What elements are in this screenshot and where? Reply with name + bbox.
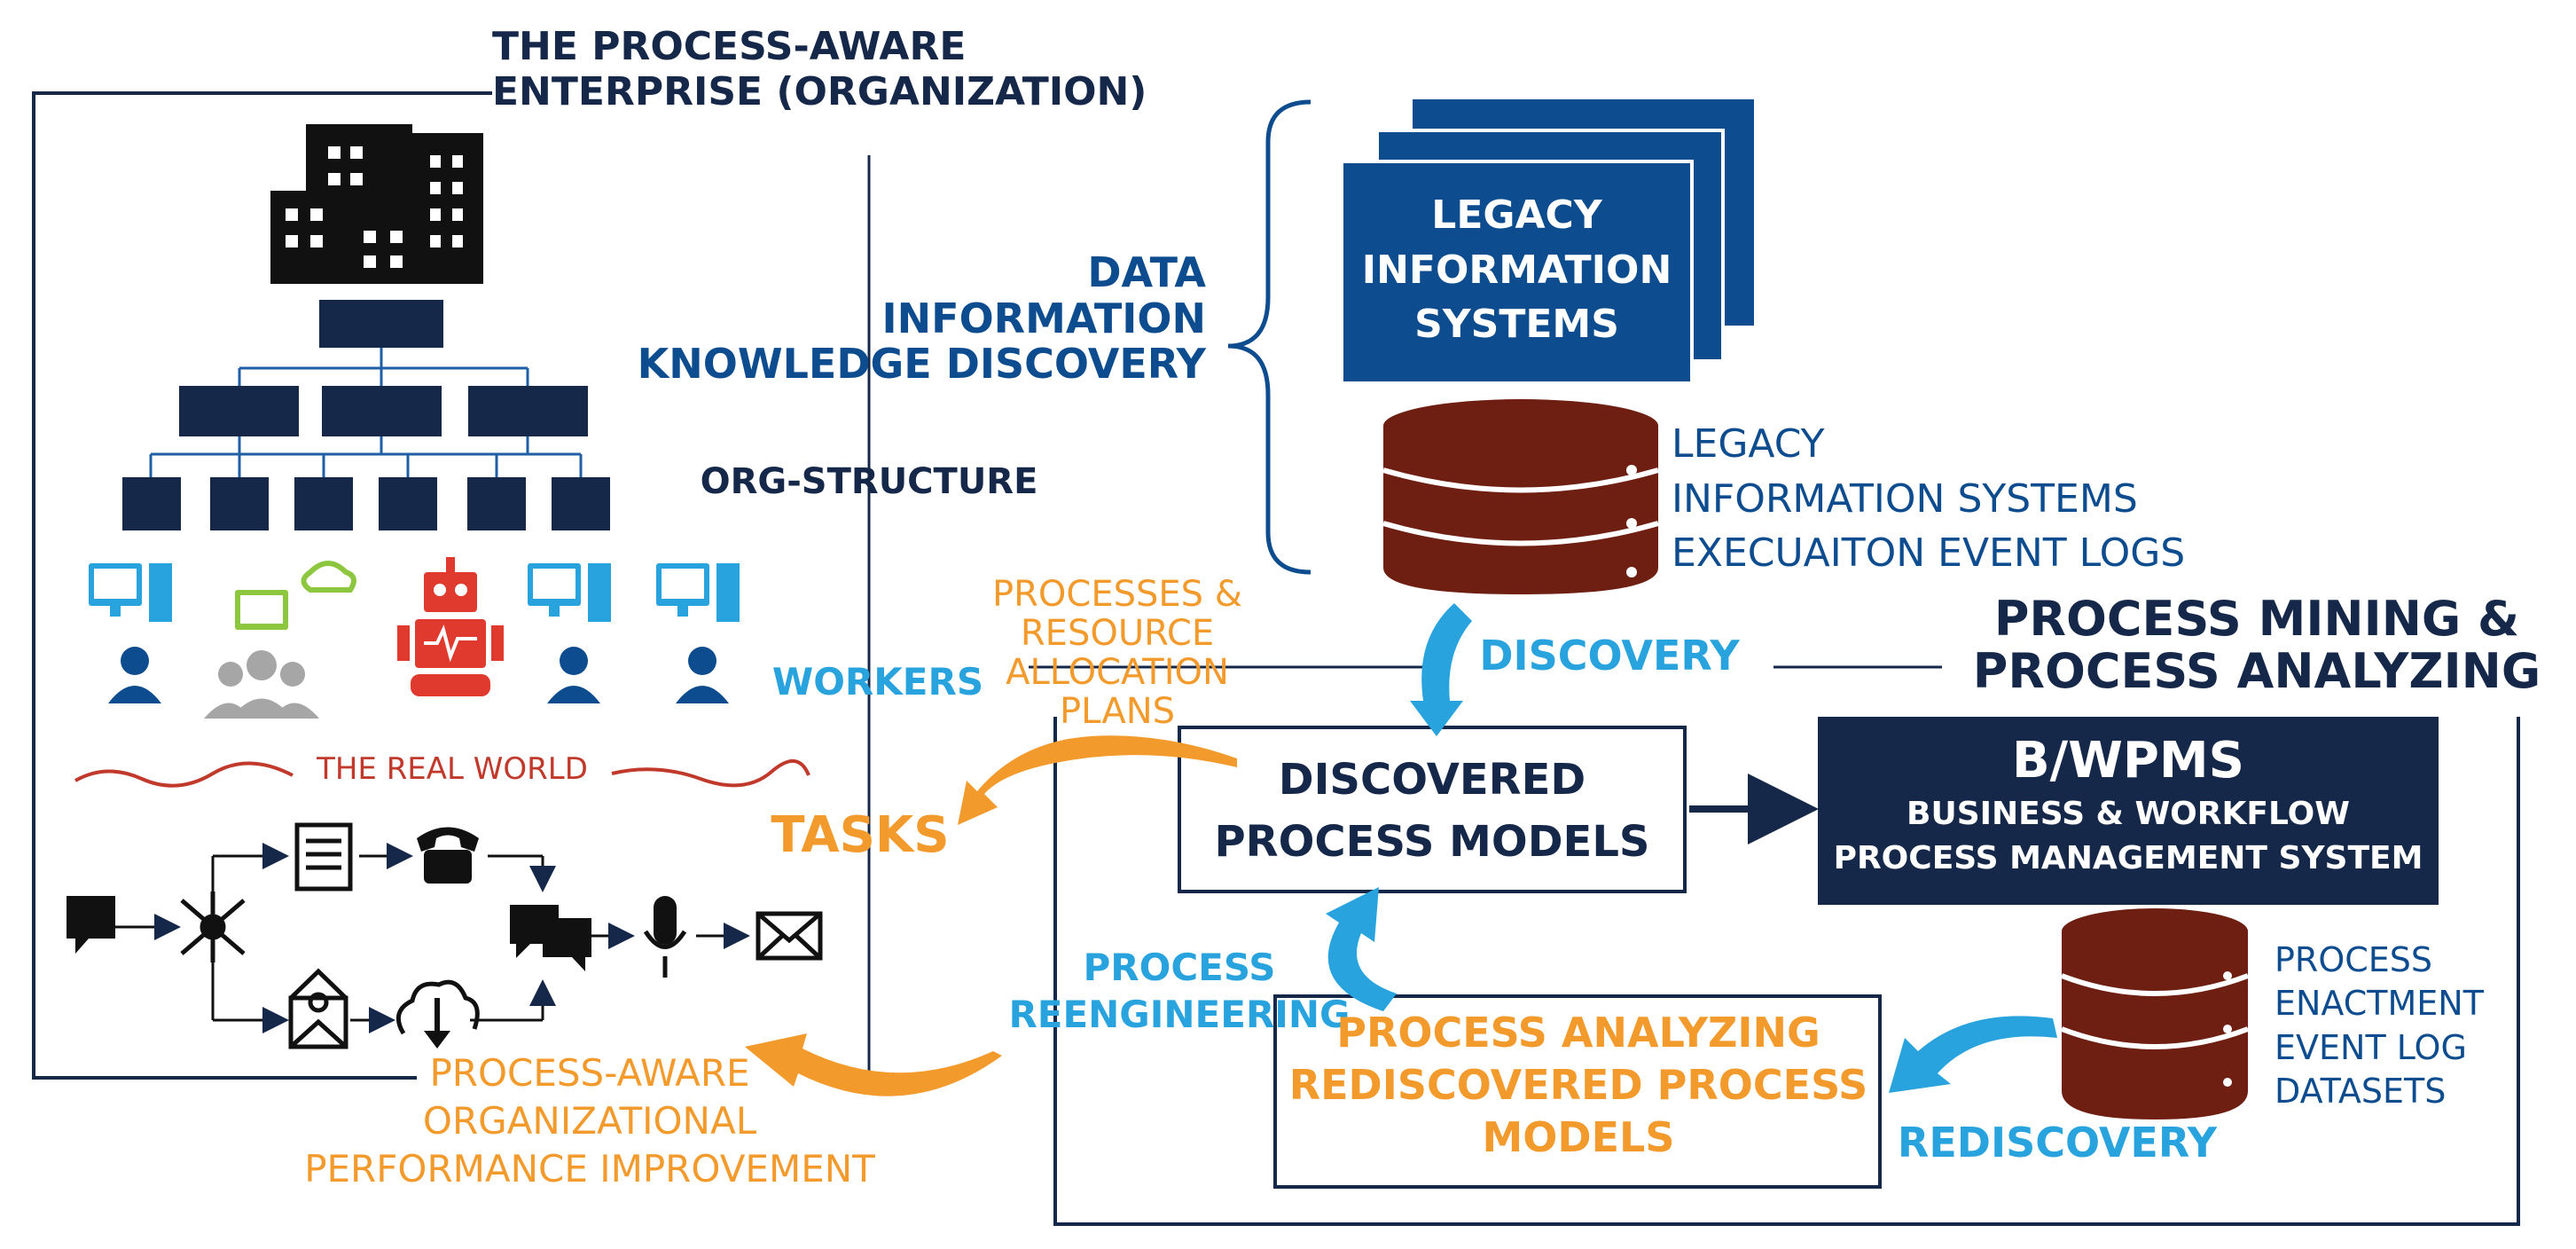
hub-icon <box>180 892 246 962</box>
legacy-db-line1: LEGACY <box>1672 421 1825 467</box>
telephone-icon <box>417 827 479 884</box>
enactment-line1: PROCESS <box>2275 940 2433 979</box>
legacy-db-label: LEGACY INFORMATION SYSTEMS EXECUAITON EV… <box>1672 417 2185 581</box>
improvement-line2: ORGANIZATIONAL <box>422 1098 757 1143</box>
mining-label: PROCESS MINING & PROCESS ANALYZING <box>1938 593 2576 698</box>
remote-team-icon <box>204 561 356 719</box>
processes-plans-line1: PROCESSES & <box>992 574 1242 615</box>
tasks-label: TASKS <box>771 806 950 864</box>
enactment-line3: EVENT LOG <box>2275 1027 2467 1067</box>
real-world-line <box>74 759 810 788</box>
discovery-label: DISCOVERY <box>1479 632 1740 679</box>
bwpms-title: B/WPMS <box>2011 732 2244 789</box>
mining-frame <box>1053 717 2520 1226</box>
improvement-label: PROCESS-AWARE ORGANIZATIONAL PERFORMANCE… <box>248 1049 931 1192</box>
information-label: INFORMATION <box>881 294 1206 342</box>
enactment-line2: ENACTMENT <box>2275 984 2484 1024</box>
computer-operator-icon <box>528 563 611 703</box>
processes-plans-line3: ALLOCATION <box>1006 652 1229 693</box>
bwpms-line2: PROCESS MANAGEMENT SYSTEM <box>1833 840 2423 877</box>
bwpms-line1: BUSINESS & WORKFLOW <box>1907 796 2350 832</box>
email-open-icon <box>288 968 348 1049</box>
mining-line1: PROCESS MINING & <box>1993 591 2520 647</box>
enterprise-title: THE PROCESS-AWARE ENTERPRISE (ORGANIZATI… <box>492 24 1147 114</box>
processes-plans-line2: RESOURCE <box>1020 613 1215 654</box>
chat-icon <box>67 896 115 954</box>
processes-plans-line4: PLANS <box>1060 691 1175 732</box>
legacy-db-line3: EXECUAITON EVENT LOGS <box>1672 530 2186 577</box>
improvement-line1: PROCESS-AWARE <box>429 1051 750 1095</box>
discovered-line1: DISCOVERED <box>1278 755 1586 805</box>
computer-operator-icon <box>656 563 740 703</box>
legacy-db-line2: INFORMATION SYSTEMS <box>1672 475 2138 522</box>
improvement-arrow <box>745 1033 1002 1096</box>
legacy-box-line3: SYSTEMS <box>1414 302 1619 348</box>
real-world-label: THE REAL WORLD <box>317 751 588 787</box>
org-chart <box>122 300 610 530</box>
org-structure-label: ORG-STRUCTURE <box>700 461 1038 502</box>
envelope-icon <box>756 911 823 961</box>
improvement-line3: PERFORMANCE IMPROVEMENT <box>304 1146 875 1190</box>
legacy-system-stack <box>1340 99 1754 385</box>
discovery-arrow <box>1410 603 1472 736</box>
enterprise-title-line1: THE PROCESS-AWARE <box>492 24 967 69</box>
bwpms-box <box>1818 717 2439 905</box>
conversation-icon <box>510 905 591 971</box>
reengineering-label: PROCESS REENGINEERING <box>993 945 1366 1038</box>
brace <box>1227 99 1311 575</box>
tasks-arrow <box>958 735 1237 825</box>
bwpms-label: B/WPMS BUSINESS & WORKFLOW PROCESS MANAG… <box>1818 730 2439 882</box>
legacy-box-line1: LEGACY <box>1431 192 1602 238</box>
legacy-box-line2: INFORMATION <box>1361 247 1672 293</box>
legacy-box-label: LEGACY INFORMATION SYSTEMS <box>1342 188 1692 352</box>
enactment-database-icon <box>2060 908 2250 1119</box>
discovered-line2: PROCESS MODELS <box>1214 816 1650 867</box>
analyzing-line1: PROCESS ANALYZING <box>1336 1009 1820 1057</box>
workers-label: WORKERS <box>771 660 984 703</box>
data-discovery-label: DATA INFORMATION KNOWLEDGE DISCOVERY <box>603 248 1206 389</box>
robot-icon <box>397 557 504 696</box>
enactment-db-label: PROCESS ENACTMENT EVENT LOG DATASETS <box>2275 939 2484 1114</box>
discovered-models-label: DISCOVERED PROCESS MODELS <box>1179 750 1685 873</box>
computer-operator-icon <box>89 563 172 703</box>
mining-line2: PROCESS ANALYZING <box>1972 643 2541 700</box>
reengineering-line2: REENGINEERING <box>1008 992 1351 1036</box>
analyzing-label: PROCESS ANALYZING REDISCOVERED PROCESS M… <box>1259 1007 1898 1164</box>
analyzing-line3: MODELS <box>1482 1112 1675 1161</box>
enactment-line4: DATASETS <box>2275 1072 2447 1112</box>
data-label: DATA <box>1087 248 1206 296</box>
document-icon <box>294 822 353 892</box>
discovered-models-box <box>1178 726 1687 893</box>
analyzing-line2: REDISCOVERED PROCESS <box>1288 1060 1868 1109</box>
enterprise-title-line2: ENTERPRISE (ORGANIZATION) <box>492 68 1147 114</box>
reengineering-line1: PROCESS <box>1083 946 1276 989</box>
microphone-icon <box>643 896 687 978</box>
reengineering-arrow <box>1326 887 1397 1011</box>
rediscovery-arrow <box>1889 1016 2057 1093</box>
legacy-database-icon <box>1382 399 1659 594</box>
office-buildings-icon <box>270 124 483 284</box>
rediscovery-label: REDISCOVERY <box>1897 1119 2218 1167</box>
enterprise-frame <box>32 91 492 1080</box>
process-flow <box>115 843 750 1033</box>
cloud-download-icon <box>395 979 480 1049</box>
processes-plans-label: PROCESSES & RESOURCE ALLOCATION PLANS <box>975 575 1259 731</box>
analyzing-box <box>1273 994 1882 1189</box>
knowledge-discovery-label: KNOWLEDGE DISCOVERY <box>637 340 1206 389</box>
